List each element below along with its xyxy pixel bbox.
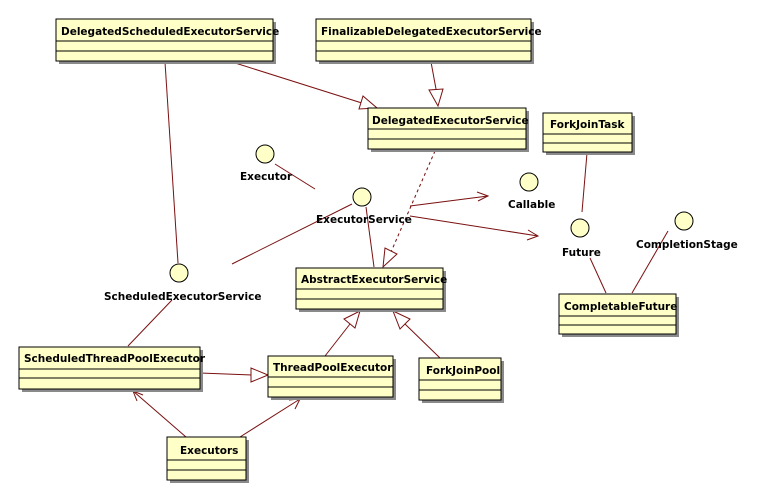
gen-arrowhead — [392, 310, 411, 330]
gen-delegatedscheduled-to-delegatedexecutor — [231, 61, 366, 105]
class-name: FinalizableDelegatedExecutorService — [321, 26, 542, 38]
gen-arrowhead — [250, 367, 270, 383]
interface-label: Executor — [240, 171, 293, 183]
class-name: ScheduledThreadPoolExecutor — [24, 353, 206, 365]
class-delegated-scheduled-executor-service[interactable]: DelegatedScheduledExecutorService — [55, 18, 279, 64]
link-delegatedscheduled-to-scheduledexecutorservice — [164, 61, 179, 264]
gen-finalizable-to-delegatedexecutor — [430, 61, 437, 90]
class-forkjoin-task[interactable]: ForkJoinTask — [542, 112, 635, 155]
interface-label: ExecutorService — [316, 214, 412, 226]
interface-scheduled-executor-service[interactable]: ScheduledExecutorService — [104, 263, 261, 303]
class-name: AbstractExecutorService — [301, 274, 447, 286]
link-executorservice-to-abstract — [365, 206, 375, 268]
connectors — [127, 61, 669, 438]
link-scheduledexecutorservice-to-stpe — [127, 299, 173, 347]
class-forkjoin-pool[interactable]: ForkJoinPool — [418, 357, 504, 403]
arrow-callable — [476, 191, 490, 202]
gen-arrowhead — [382, 247, 398, 269]
link-completionstage-to-completablefuture — [631, 230, 669, 294]
gen-arrowhead — [358, 95, 379, 110]
class-finalizable-delegated-executor-service[interactable]: FinalizableDelegatedExecutorService — [315, 18, 542, 64]
dep-executors-to-stpe — [132, 390, 187, 438]
interface-label: CompletionStage — [636, 239, 738, 251]
dep-executors-to-tpe — [239, 398, 301, 438]
class-executors[interactable]: Executors — [166, 436, 249, 483]
gen-forkjoinpool-to-abstract — [404, 323, 441, 359]
gen-tpe-to-abstract — [324, 323, 351, 357]
class-name: Executors — [180, 445, 238, 457]
link-forkjointask-to-future — [581, 152, 588, 213]
gen-stpe-to-tpe — [199, 372, 253, 376]
interface-label: Future — [562, 247, 601, 259]
interface-callable[interactable]: Callable — [508, 172, 555, 211]
interface-executor[interactable]: Executor — [240, 144, 293, 183]
gen-arrowhead — [343, 310, 361, 329]
interface-future[interactable]: Future — [562, 218, 601, 259]
dep-executorservice-to-future — [409, 215, 539, 237]
class-completable-future[interactable]: CompletableFuture — [558, 293, 679, 337]
class-abstract-executor-service[interactable]: AbstractExecutorService — [295, 267, 447, 312]
class-name: DelegatedExecutorService — [372, 115, 529, 127]
link-future-to-completablefuture — [589, 257, 607, 294]
class-delegated-executor-service[interactable]: DelegatedExecutorService — [367, 107, 529, 152]
dep-delegatedexecutor-to-abstract — [390, 150, 436, 253]
arrow-future — [526, 229, 540, 241]
class-name: ForkJoinTask — [550, 119, 625, 131]
class-thread-pool-executor[interactable]: ThreadPoolExecutor — [267, 355, 396, 400]
dep-executorservice-to-callable — [409, 195, 489, 207]
interface-label: ScheduledExecutorService — [104, 291, 261, 303]
interface-completion-stage[interactable]: CompletionStage — [636, 211, 738, 251]
interface-label: Callable — [508, 199, 555, 211]
link-executorservice-to-scheduled — [231, 203, 353, 265]
interface-executor-service[interactable]: ExecutorService — [316, 187, 412, 226]
class-name: ForkJoinPool — [426, 365, 500, 377]
class-name: DelegatedScheduledExecutorService — [61, 26, 279, 38]
class-scheduled-thread-pool-executor[interactable]: ScheduledThreadPoolExecutor — [18, 346, 206, 392]
link-executor — [274, 163, 316, 190]
class-name: CompletableFuture — [564, 301, 677, 313]
class-name: ThreadPoolExecutor — [273, 362, 393, 374]
gen-arrowhead — [428, 88, 444, 108]
